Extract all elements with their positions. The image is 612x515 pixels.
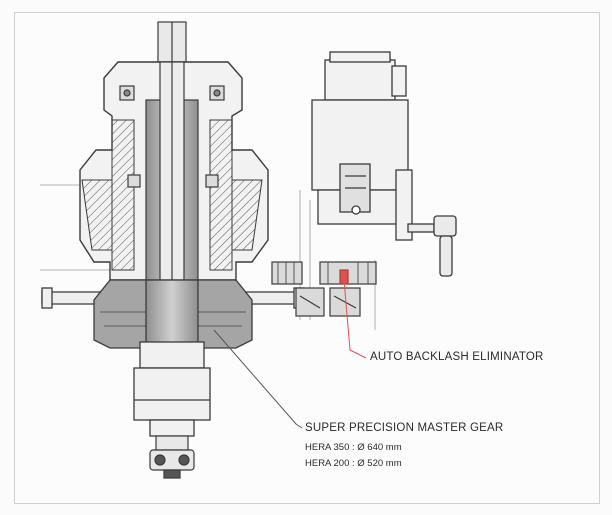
master-gear-label: SUPER PRECISION MASTER GEAR xyxy=(305,422,504,434)
master-gear xyxy=(93,279,253,349)
hatched-walls xyxy=(81,119,263,271)
auto-backlash-label: AUTO BACKLASH ELIMINATOR xyxy=(370,351,544,363)
leader-lines xyxy=(213,279,367,429)
spindle-rod xyxy=(157,21,187,63)
gear-leader xyxy=(213,329,303,429)
gear-spec-hera-350: HERA 350 : Ø 640 mm xyxy=(305,442,402,453)
tool-holder xyxy=(133,341,211,437)
gear-spec-hera-200: HERA 200 : Ø 520 mm xyxy=(305,458,402,469)
cutter-head xyxy=(149,435,195,479)
backlash-actuator xyxy=(311,51,413,241)
backlash-leader xyxy=(343,279,367,359)
gear-teeth-icon xyxy=(277,262,369,284)
bearing-icon xyxy=(119,85,225,188)
backlash-gear-pair xyxy=(271,261,377,317)
adjuster-arm xyxy=(407,215,457,277)
